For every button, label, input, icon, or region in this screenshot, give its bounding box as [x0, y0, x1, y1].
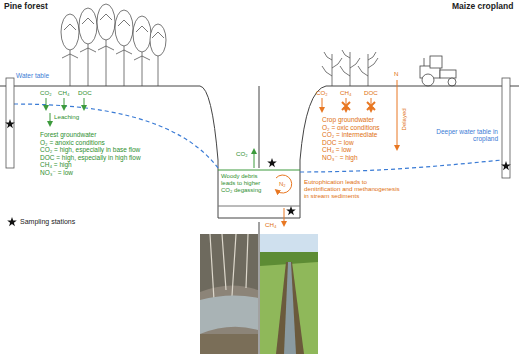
divider [259, 222, 260, 354]
piezometer [502, 78, 510, 178]
water-table-label: Water table [16, 72, 49, 79]
flux-label: CO₂ [316, 89, 328, 96]
process-note: Woody debris leads to higher CO₂ degassi… [221, 173, 265, 194]
flux-arrows [276, 80, 397, 224]
panel-heading: Maize cropland [452, 2, 513, 12]
groundwater-property: NO₃⁻ = low [40, 169, 73, 176]
water-table-line [300, 160, 502, 172]
flux-label: N₂ [279, 181, 286, 188]
flux-label: CH₄ [265, 221, 276, 228]
stream-photo [200, 234, 258, 354]
sampling-star [5, 119, 511, 226]
stream-section [218, 160, 300, 218]
legend-text: Sampling stations [20, 218, 75, 226]
flux-label: CH₄ [58, 89, 69, 96]
groundwater-property: O₂ = oxic conditions [322, 124, 380, 131]
flux-label: DOC [78, 89, 92, 96]
groundwater-property: O₂ = anoxic conditions [40, 139, 105, 146]
groundwater-property: CO₂ = high, especially in base flow [40, 146, 140, 153]
piezometer [6, 78, 14, 168]
groundwater-property: Forest groundwater [40, 131, 96, 138]
process-note: Eutrophication leads to denitrification … [304, 178, 404, 199]
flux-label: Leaching [54, 113, 79, 120]
water-table-line [14, 104, 218, 168]
panel-heading: Pine forest [4, 2, 48, 12]
maize-plants [322, 50, 378, 86]
groundwater-property: CH₄ = low [322, 146, 351, 153]
flux-label: DOC [364, 89, 378, 96]
ground-line [300, 86, 519, 160]
divider [259, 86, 260, 168]
delay-label: Delayed [401, 108, 408, 130]
groundwater-property: Crop groundwater [322, 116, 374, 123]
groundwater-property: DOC = high, especially in high flow [40, 154, 141, 161]
pine-trees [61, 4, 166, 86]
flux-label: CH₄ [340, 89, 351, 96]
groundwater-property: CO₂ = intermediate [322, 131, 377, 138]
flux-label: CO₂ [40, 89, 52, 96]
flux-label: N [394, 70, 398, 77]
groundwater-property: CH₄ = high [40, 161, 72, 168]
groundwater-property: DOC = low [322, 139, 354, 146]
tractor [420, 56, 456, 86]
groundwater-property: NO₃⁻ = high [322, 154, 358, 161]
stream-photo [260, 234, 318, 354]
blocked-mark [342, 102, 375, 110]
water-table-label: Deeper water table in cropland [430, 128, 498, 143]
ground-line [0, 86, 218, 160]
flux-label: CO₂ [236, 150, 248, 157]
